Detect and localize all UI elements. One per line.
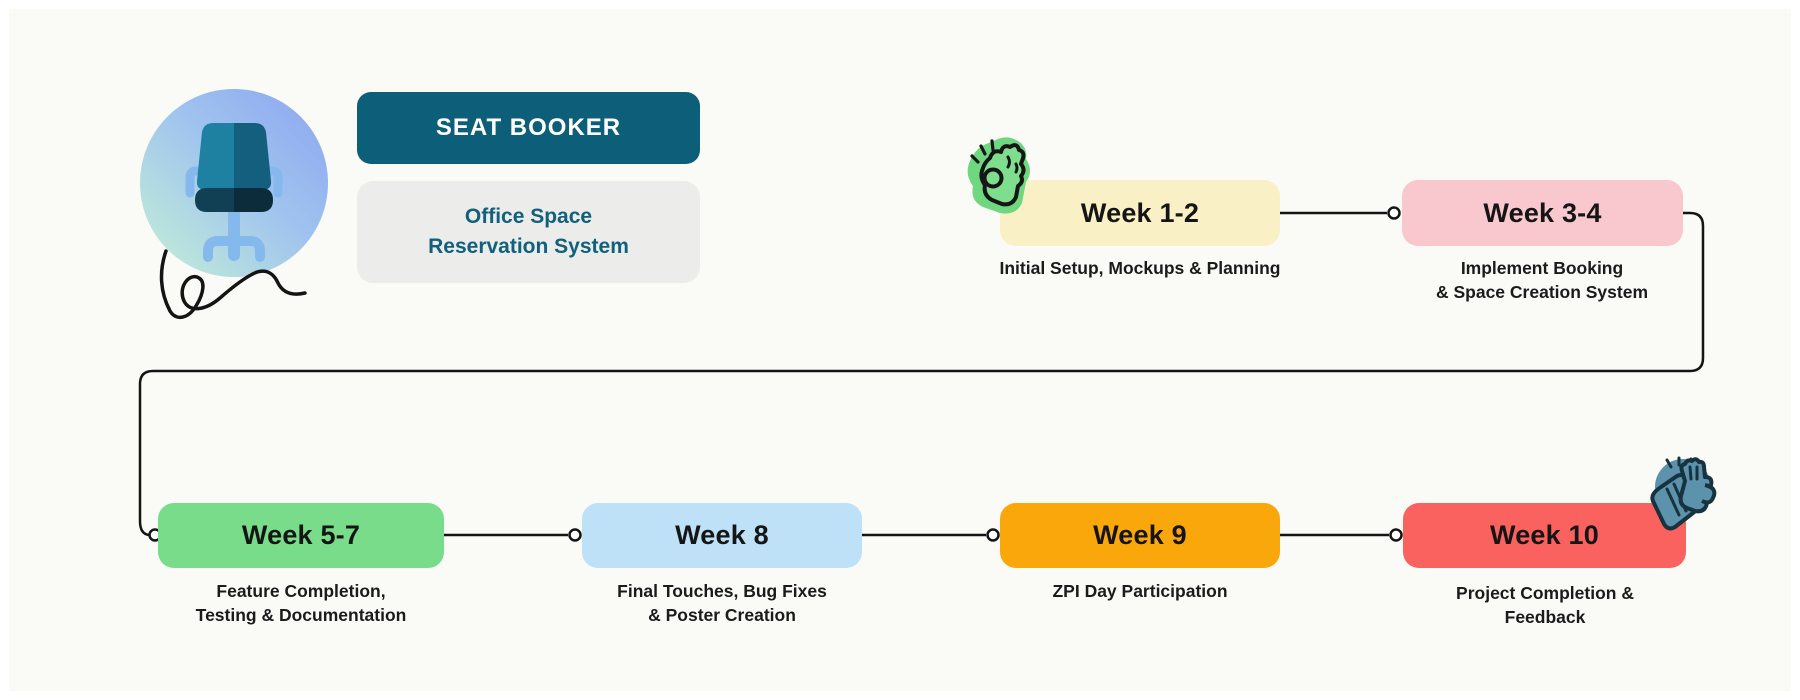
milestone-description: Project Completion & Feedback [1456,583,1634,627]
milestone-box-week-8: Week 8 [582,503,862,568]
milestone-box-week-1-2: Week 1-2 [1000,180,1280,246]
ok-hand-icon [967,137,1030,214]
clapping-hands-icon [1650,456,1717,531]
milestone-box-week-9: Week 9 [1000,503,1280,568]
milestone-description: ZPI Day Participation [1052,581,1228,601]
app-title: SEAT BOOKER [435,114,622,141]
milestone-label: Week 9 [1093,520,1187,550]
milestone-label: Week 5-7 [241,520,361,550]
milestone-label: Week 10 [1490,520,1599,550]
milestone-box-week-10: Week 10 [1403,503,1686,568]
milestone-description: Initial Setup, Mockups & Planning [999,258,1281,278]
milestone-box-week-3-4: Week 3-4 [1402,180,1683,246]
connector-node [986,528,1000,542]
signature-squiggle [159,249,307,319]
app-subtitle-line2: Reservation System [428,235,629,258]
app-subtitle-line1: Office Space [464,204,593,228]
office-chair-icon [185,123,283,262]
milestone-box-week-5-7: Week 5-7 [158,503,444,568]
milestone-description: Feature Completion, Testing & Documentat… [195,581,407,625]
connector-node [568,528,582,542]
connector-node [1389,528,1403,542]
milestone-description: Implement Booking & Space Creation Syste… [1435,258,1649,302]
app-title-badge: SEAT BOOKER [357,92,700,164]
milestone-label: Week 3-4 [1483,197,1602,228]
app-subtitle-box: Office Space Reservation System [357,181,700,283]
connector-node [1387,206,1401,220]
milestone-description: Final Touches, Bug Fixes & Poster Creati… [617,581,827,625]
connector-wrap-line [138,211,1705,537]
milestone-label: Week 1-2 [1080,197,1200,228]
milestone-label: Week 8 [675,520,769,550]
